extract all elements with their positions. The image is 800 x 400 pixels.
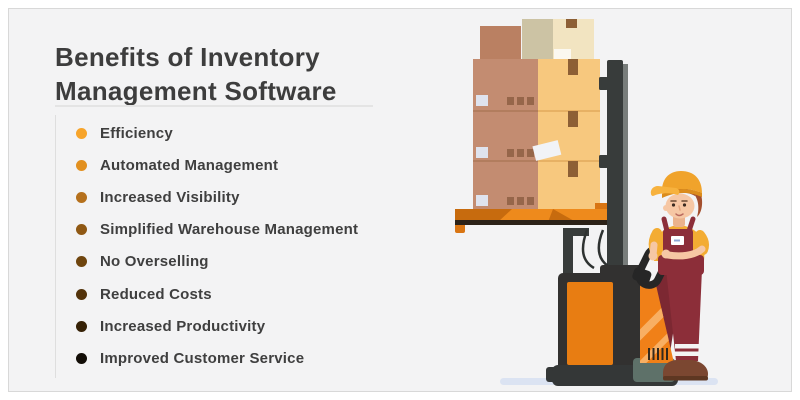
worker-hand xyxy=(661,249,671,259)
forklift-worker-illustration xyxy=(455,19,718,386)
worker-shoe xyxy=(663,360,708,380)
title-line-2: Management Software xyxy=(55,76,337,107)
bullet-icon xyxy=(76,256,87,268)
list-item: Simplified Warehouse Management xyxy=(56,214,358,246)
worker-hand xyxy=(648,251,658,261)
box-stack xyxy=(473,19,600,209)
worker-overalls xyxy=(663,229,693,265)
bullet-icon xyxy=(76,320,87,332)
title-line-1: Benefits of Inventory xyxy=(55,42,320,73)
list-item: Reduced Costs xyxy=(56,278,358,310)
benefit-label: Increased Productivity xyxy=(100,317,266,335)
bullet-icon xyxy=(76,224,87,236)
worker-face xyxy=(665,193,695,219)
list-item: No Overselling xyxy=(56,246,358,278)
list-item: Increased Visibility xyxy=(56,181,358,213)
benefit-label: Reduced Costs xyxy=(100,285,212,303)
vent-grille-icon xyxy=(648,348,668,360)
list-item: Increased Productivity xyxy=(56,310,358,342)
benefit-label: Improved Customer Service xyxy=(100,349,305,367)
title-divider xyxy=(55,105,373,107)
infographic-panel: Benefits of Inventory Management Softwar… xyxy=(8,8,792,392)
worker xyxy=(648,171,709,381)
benefit-label: Efficiency xyxy=(100,124,173,142)
bullet-icon xyxy=(76,191,87,203)
bullet-icon xyxy=(76,127,87,139)
list-item: Improved Customer Service xyxy=(56,342,358,374)
benefit-label: Increased Visibility xyxy=(100,188,240,206)
list-item: Efficiency xyxy=(56,117,358,149)
benefit-label: Simplified Warehouse Management xyxy=(100,221,359,239)
page-title: Benefits of Inventory Management Softwar… xyxy=(55,40,337,108)
benefit-label: Automated Management xyxy=(100,156,279,174)
bullet-icon xyxy=(76,288,87,300)
forklift-body xyxy=(558,265,642,377)
worker-hair xyxy=(692,192,703,217)
benefit-label: No Overselling xyxy=(100,253,209,271)
worker-front-leg xyxy=(666,269,702,361)
forklift-mast xyxy=(563,60,628,284)
illustration-container xyxy=(450,9,795,391)
bullet-icon xyxy=(76,159,87,171)
list-item: Automated Management xyxy=(56,149,358,181)
bullet-icon xyxy=(76,352,87,364)
